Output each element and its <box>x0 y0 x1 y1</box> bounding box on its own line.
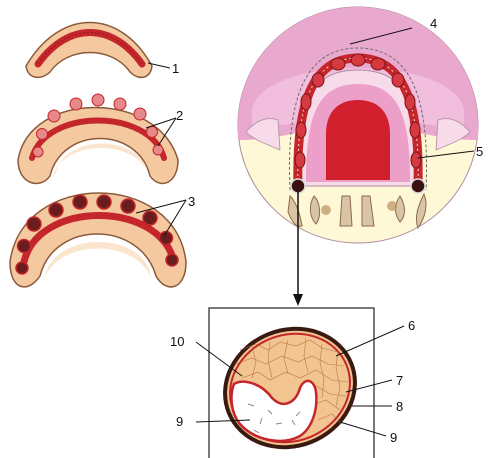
stage-1-dental-lamina <box>26 23 152 78</box>
label-2: 2 <box>176 108 183 123</box>
label-9a: 9 <box>176 414 183 429</box>
label-1: 1 <box>172 61 179 76</box>
label-3: 3 <box>188 194 195 209</box>
label-8: 8 <box>396 399 403 414</box>
label-5: 5 <box>476 144 483 159</box>
stage-2-tooth-buds <box>18 94 178 183</box>
label-9b: 9 <box>390 430 397 445</box>
label-7: 7 <box>396 373 403 388</box>
label-10: 10 <box>170 334 184 349</box>
label-6: 6 <box>408 318 415 333</box>
arrow-head <box>293 294 303 306</box>
label-4: 4 <box>430 16 437 31</box>
